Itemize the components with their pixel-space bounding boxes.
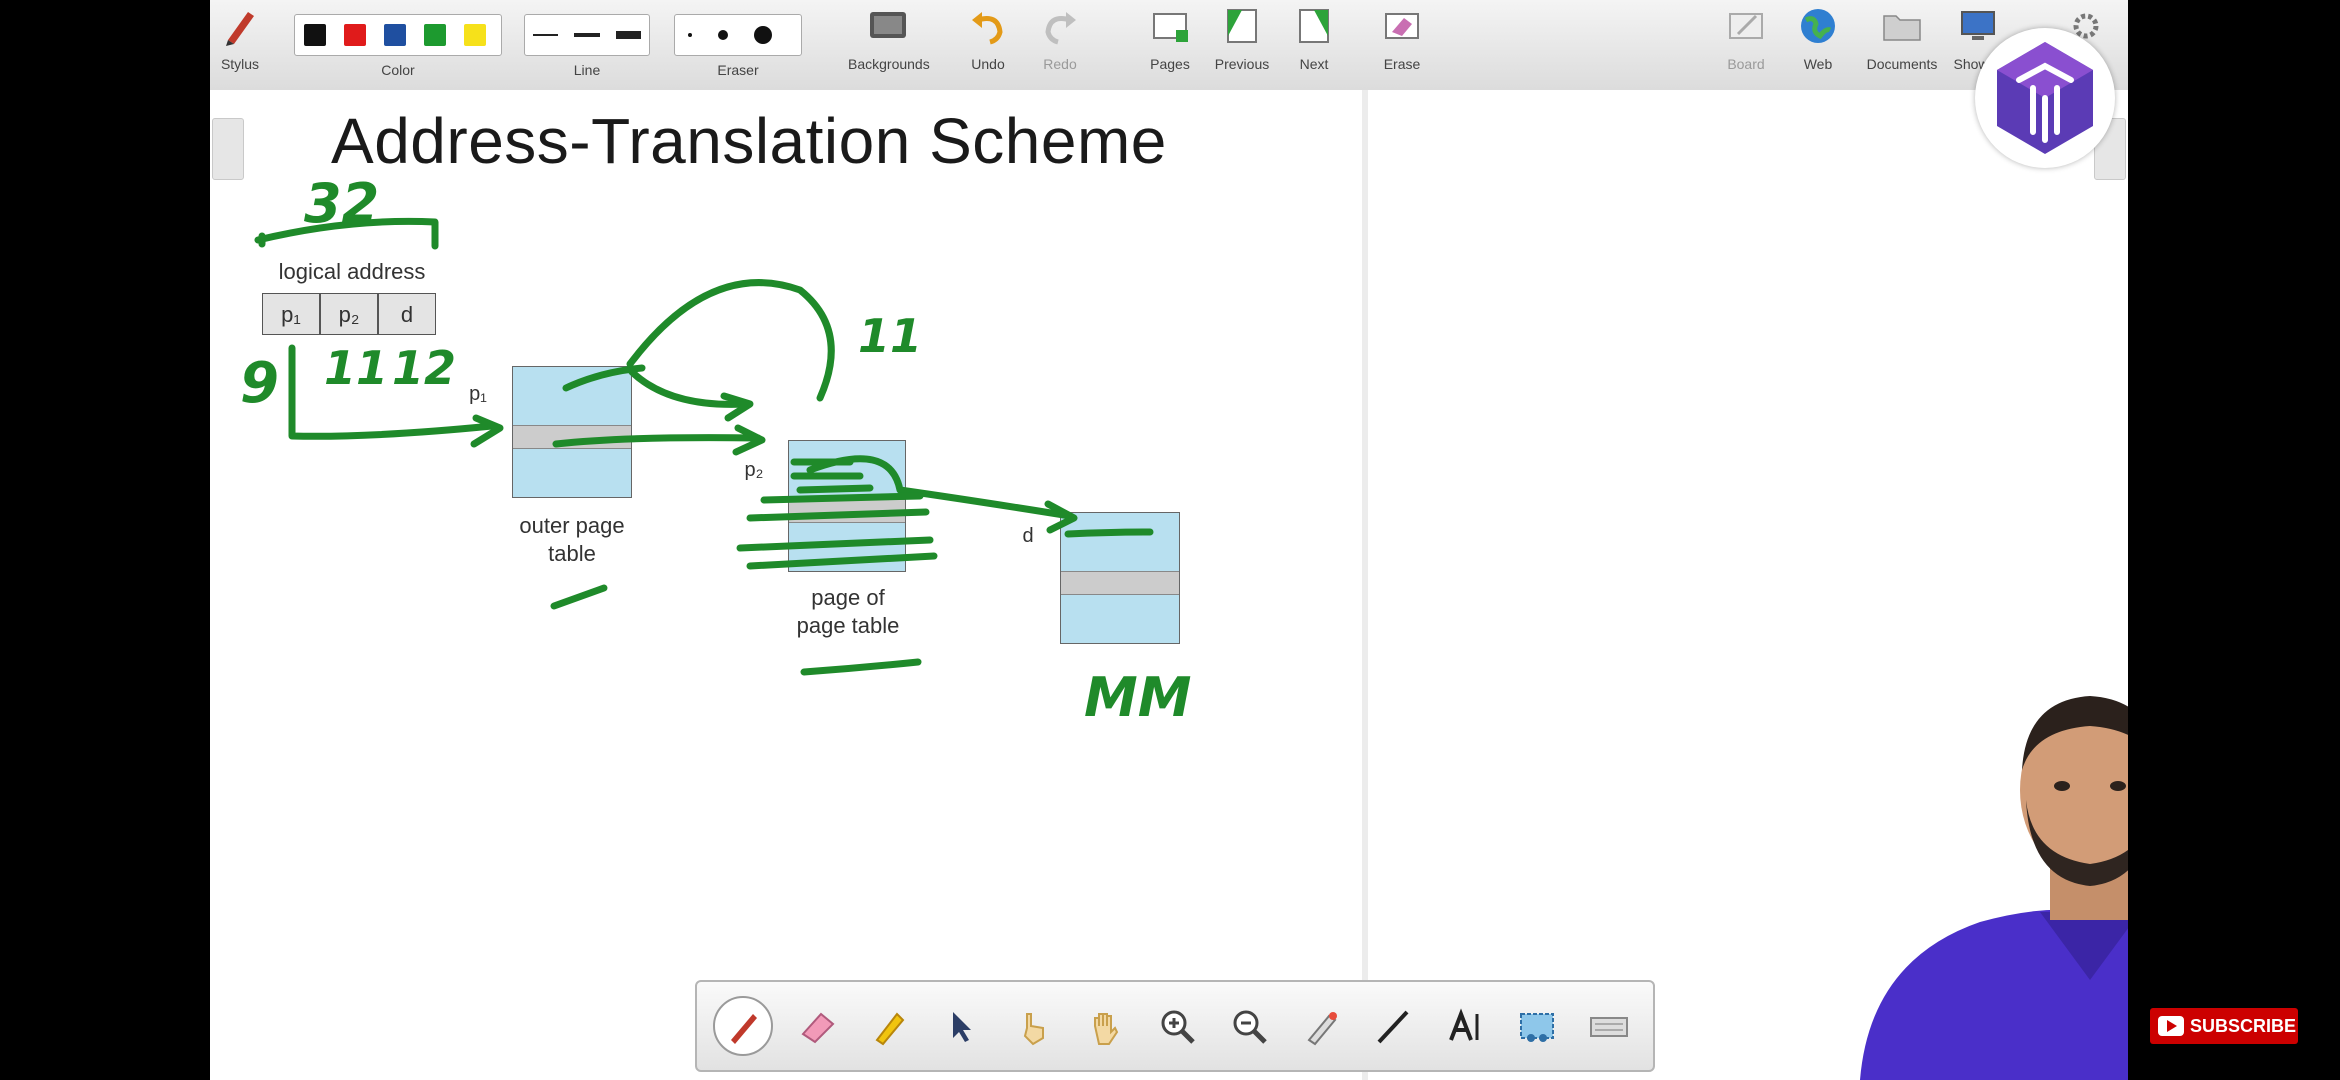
- color-blue-swatch[interactable]: [384, 24, 406, 46]
- outer-page-table-entry: [513, 425, 631, 449]
- highlighter-icon: [875, 1012, 905, 1046]
- text-tool-button[interactable]: [1437, 998, 1493, 1054]
- slide-title: Address-Translation Scheme: [331, 105, 1167, 177]
- color-green-swatch[interactable]: [424, 24, 446, 46]
- p1-offset-label: p₁: [469, 383, 487, 405]
- page-table-label: page of page table: [768, 584, 928, 640]
- channel-logo: [1975, 28, 2115, 168]
- pages-icon: [1150, 6, 1190, 46]
- pointer-tool-button[interactable]: [1005, 998, 1061, 1054]
- line-medium-option[interactable]: [574, 33, 600, 37]
- outer-page-table-label-line1: outer page: [519, 513, 625, 538]
- page-table-label-line1: page of: [811, 585, 885, 610]
- zoom-out-button[interactable]: [1221, 998, 1277, 1054]
- subscribe-button[interactable]: SUBSCRIBE: [2150, 1008, 2298, 1044]
- pan-tool-button[interactable]: [1077, 998, 1133, 1054]
- memory-frame: [1060, 512, 1180, 644]
- stylus-button[interactable]: Stylus: [212, 6, 268, 72]
- line-icon: [1377, 1010, 1409, 1044]
- keyboard-icon: [1590, 1017, 1628, 1037]
- whiteboard-app: Stylus Color Line: [210, 0, 2128, 1080]
- board-icon: [1726, 6, 1766, 46]
- line-thick-option[interactable]: [615, 31, 641, 39]
- backgrounds-icon: [868, 6, 908, 46]
- d-field: d: [378, 293, 436, 335]
- web-button[interactable]: Web: [1790, 6, 1846, 72]
- next-page-icon: [1294, 6, 1334, 46]
- color-yellow-swatch[interactable]: [464, 24, 486, 46]
- outer-page-table-label-line2: table: [548, 541, 596, 566]
- screen-capture-button[interactable]: [1509, 998, 1565, 1054]
- hand-pointer-icon: [1023, 1013, 1044, 1046]
- zoom-in-icon: [1161, 1010, 1195, 1044]
- outer-page-table-label: outer page table: [492, 512, 652, 568]
- page-table-entry: [789, 499, 905, 523]
- previous-page-icon: [1222, 6, 1262, 46]
- monitor-icon: [1958, 6, 1998, 46]
- zoom-out-icon: [1233, 1010, 1267, 1044]
- eraser-small-option[interactable]: [688, 33, 692, 37]
- laser-pen-icon: [1307, 1012, 1337, 1046]
- zoom-in-button[interactable]: [1149, 998, 1205, 1054]
- page-table-label-line2: page table: [796, 613, 900, 638]
- eraser-size-options: [674, 14, 802, 56]
- subscribe-label: SUBSCRIBE: [2190, 1015, 2297, 1036]
- text-tool-icon: [1449, 1008, 1479, 1041]
- redo-icon: [1040, 6, 1080, 46]
- right-panel-handle[interactable]: [2094, 118, 2126, 180]
- undo-button[interactable]: Undo: [960, 6, 1016, 72]
- p1-field: p₁: [262, 293, 320, 335]
- pen-tool-button[interactable]: [713, 996, 773, 1056]
- drawing-tools-bar: [695, 980, 1655, 1072]
- documents-button[interactable]: Documents: [1862, 6, 1942, 72]
- backgrounds-button[interactable]: Backgrounds: [848, 6, 930, 72]
- p2-field: p₂: [320, 293, 378, 335]
- erase-icon: [1382, 6, 1422, 46]
- left-panel-handle[interactable]: [212, 118, 244, 180]
- undo-icon: [968, 6, 1008, 46]
- settings-button[interactable]: [2058, 6, 2114, 46]
- eraser-medium-option[interactable]: [718, 30, 728, 40]
- erase-button[interactable]: Erase: [1374, 6, 1430, 72]
- eraser-tool-button[interactable]: [789, 998, 845, 1054]
- page-divider: [1362, 90, 1368, 1080]
- line-tool-button[interactable]: [1365, 998, 1421, 1054]
- stylus-icon: [220, 6, 260, 46]
- eraser-large-option[interactable]: [754, 26, 772, 44]
- presenter-webcam: [1860, 696, 2128, 1080]
- highlighter-tool-button[interactable]: [861, 998, 917, 1054]
- youtube-play-icon: [2158, 1016, 2184, 1036]
- next-button[interactable]: Next: [1286, 6, 1342, 72]
- logical-address-label: logical address: [278, 259, 426, 284]
- line-width-options: [524, 14, 650, 56]
- line-thin-option[interactable]: [533, 34, 559, 36]
- p2-offset-label: p₂: [744, 459, 764, 481]
- pages-button[interactable]: Pages: [1142, 6, 1198, 72]
- keyboard-button[interactable]: [1581, 998, 1637, 1054]
- pen-icon: [731, 1014, 757, 1044]
- d-offset-label: d: [1022, 525, 1034, 547]
- top-toolbar: Stylus Color Line: [210, 0, 2128, 91]
- redo-button[interactable]: Redo: [1032, 6, 1088, 72]
- cursor-arrow-icon: [953, 1012, 971, 1042]
- hand-pan-icon: [1094, 1013, 1119, 1045]
- color-red-swatch[interactable]: [344, 24, 366, 46]
- color-black-swatch[interactable]: [304, 24, 326, 46]
- laser-tool-button[interactable]: [1293, 998, 1349, 1054]
- previous-button[interactable]: Previous: [1214, 6, 1270, 72]
- select-tool-button[interactable]: [933, 998, 989, 1054]
- color-palette: [294, 14, 502, 56]
- board-button[interactable]: Board: [1718, 6, 1774, 72]
- eraser-icon: [801, 1012, 835, 1044]
- globe-icon: [1798, 6, 1838, 46]
- hexagon-logo-icon: [1997, 42, 2093, 154]
- folder-icon: [1882, 6, 1922, 46]
- screen-capture-icon: [1520, 1013, 1554, 1042]
- gear-icon: [2066, 6, 2106, 46]
- memory-frame-entry: [1061, 571, 1179, 595]
- page-of-page-table: [788, 440, 906, 572]
- outer-page-table: [512, 366, 632, 498]
